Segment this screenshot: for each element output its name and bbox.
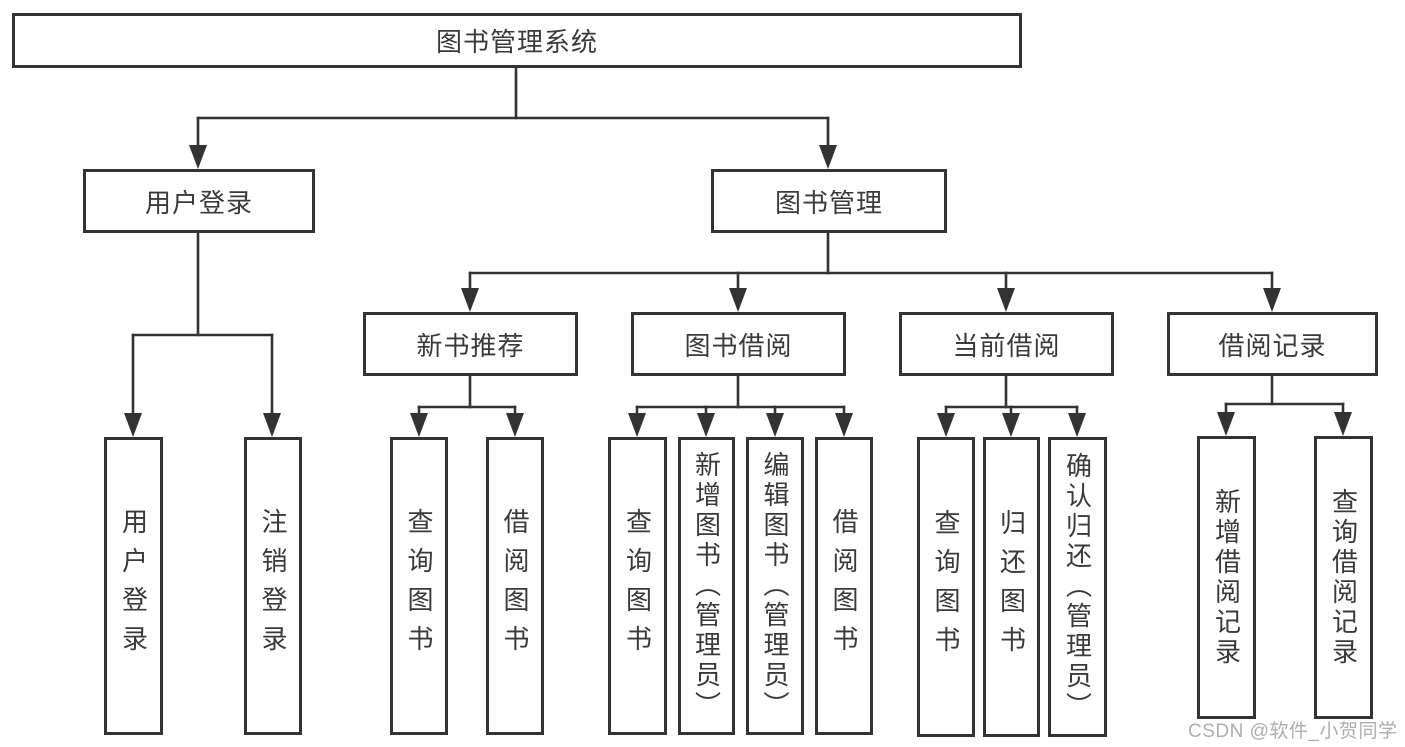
node-label: 编辑图书（管理员）	[760, 451, 790, 721]
leaf-current-return-books: 归还图书	[983, 437, 1040, 737]
node-label: 查询图书	[622, 508, 653, 664]
node-borrowing-records: 借阅记录	[1167, 312, 1378, 376]
leaf-borrowing-query-books: 查询图书	[608, 437, 667, 735]
node-label: 当前借阅	[952, 330, 1061, 361]
leaf-current-query-books: 查询图书	[917, 437, 975, 737]
node-label: 新增图书（管理员）	[691, 451, 722, 721]
node-label: 归还图书	[996, 509, 1027, 665]
node-label: 借阅图书	[829, 508, 859, 664]
leaf-borrowing-edit-books-admin: 编辑图书（管理员）	[746, 437, 804, 735]
leaf-user-login: 用户登录	[104, 437, 163, 735]
node-label: 用户登录	[144, 187, 253, 218]
node-label: 查询图书	[404, 508, 434, 664]
node-label: 查询图书	[931, 509, 961, 665]
node-label: 注销登录	[258, 508, 288, 664]
node-label: 图书管理系统	[435, 27, 598, 57]
edge-group	[124, 65, 1352, 437]
node-label: 借阅记录	[1218, 330, 1327, 361]
node-current-borrowing: 当前借阅	[899, 312, 1114, 376]
leaf-records-add-record: 新增借阅记录	[1197, 436, 1256, 719]
node-label: 图书管理	[774, 187, 883, 218]
node-new-book-recommend: 新书推荐	[363, 312, 578, 376]
node-book-management: 图书管理	[711, 169, 947, 233]
node-label: 查询借阅记录	[1328, 487, 1359, 668]
node-book-borrowing: 图书借阅	[631, 312, 846, 376]
leaf-borrowing-borrow-books: 借阅图书	[815, 437, 873, 735]
node-user-login: 用户登录	[83, 169, 315, 233]
leaf-logout: 注销登录	[244, 437, 302, 735]
leaf-records-query-record: 查询借阅记录	[1314, 436, 1373, 719]
leaf-recommend-borrow-books: 借阅图书	[486, 437, 544, 735]
node-label: 新书推荐	[416, 330, 525, 361]
leaf-recommend-query-books: 查询图书	[390, 437, 448, 735]
leaf-borrowing-add-books-admin: 新增图书（管理员）	[678, 437, 735, 735]
node-label: 图书借阅	[684, 330, 793, 361]
node-label: 用户登录	[118, 508, 149, 664]
node-root-book-management-system: 图书管理系统	[12, 13, 1022, 68]
node-label: 借阅图书	[500, 508, 530, 664]
leaf-current-confirm-return-admin: 确认归还（管理员）	[1048, 437, 1107, 737]
csdn-watermark: CSDN @软件_小贺同学	[1188, 721, 1398, 742]
node-label: 确认归还（管理员）	[1062, 452, 1093, 722]
node-label: 新增借阅记录	[1211, 487, 1242, 668]
